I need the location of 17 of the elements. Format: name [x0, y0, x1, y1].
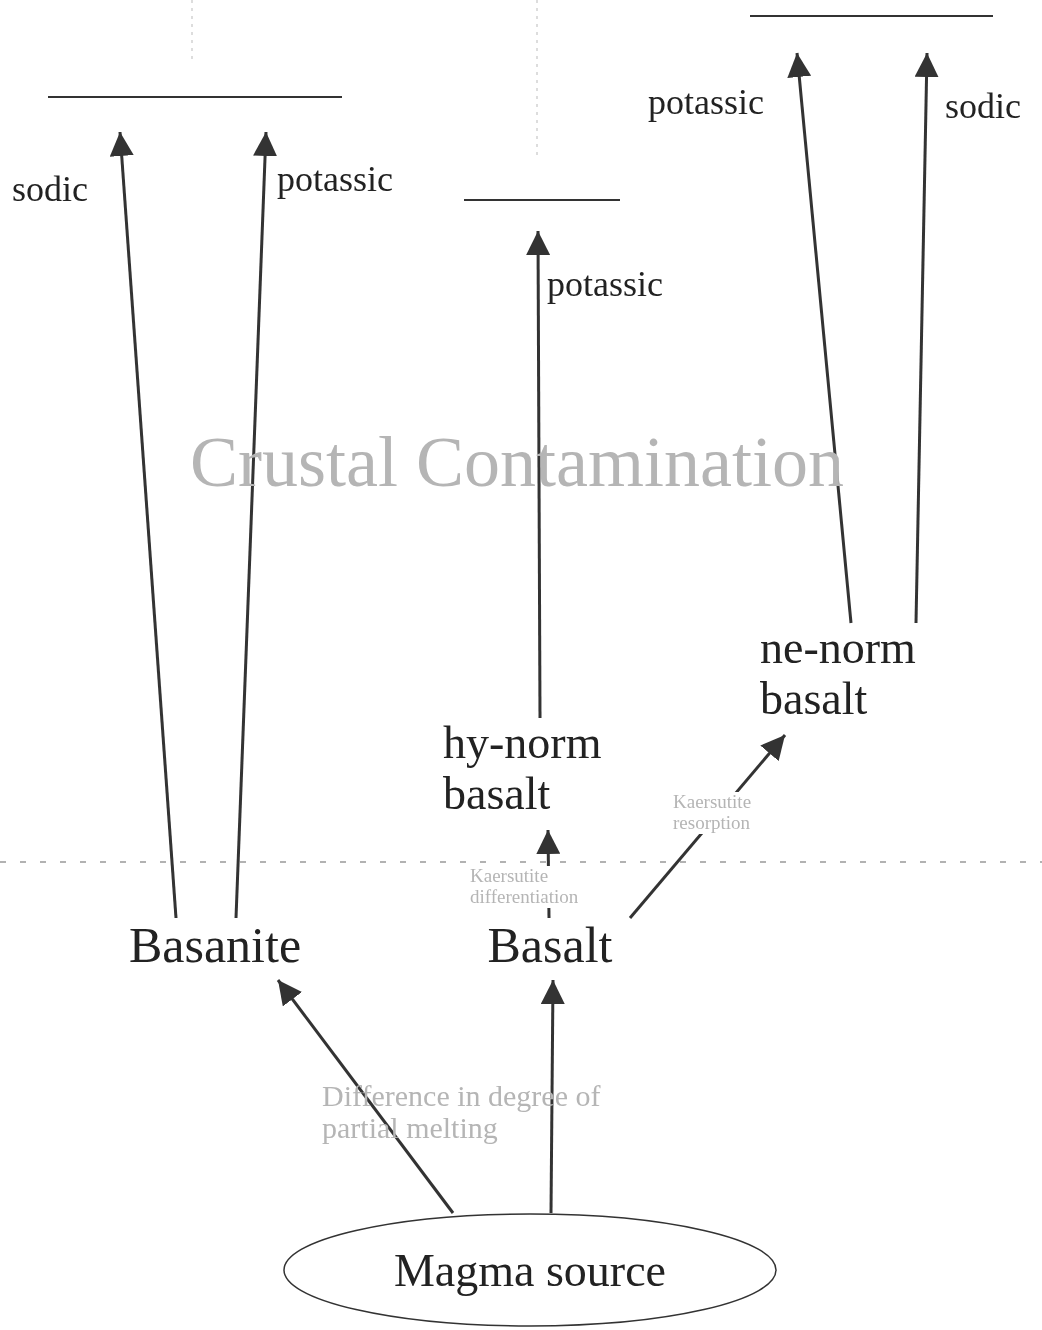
edge-label: sodic: [12, 170, 88, 210]
rock-type-label: Basalt: [486, 918, 614, 973]
source-ellipse: [283, 1213, 777, 1327]
arrow: [787, 52, 853, 624]
arrow: [234, 131, 278, 919]
arrow: [914, 52, 939, 624]
edge-label: potassic: [277, 160, 393, 200]
rock-type-label: hy-norm basalt: [443, 718, 603, 820]
edge-label: potassic: [648, 83, 764, 123]
arrow: [109, 131, 178, 919]
source-label: Magma source: [393, 1243, 667, 1297]
rock-type-label: Basanite: [127, 918, 303, 973]
rock-type-label: ne-norm basalt: [760, 623, 917, 725]
edge-label: potassic: [547, 265, 663, 305]
edge-label: sodic: [945, 87, 1021, 127]
arrow: [526, 231, 551, 718]
arrow: [540, 980, 565, 1213]
